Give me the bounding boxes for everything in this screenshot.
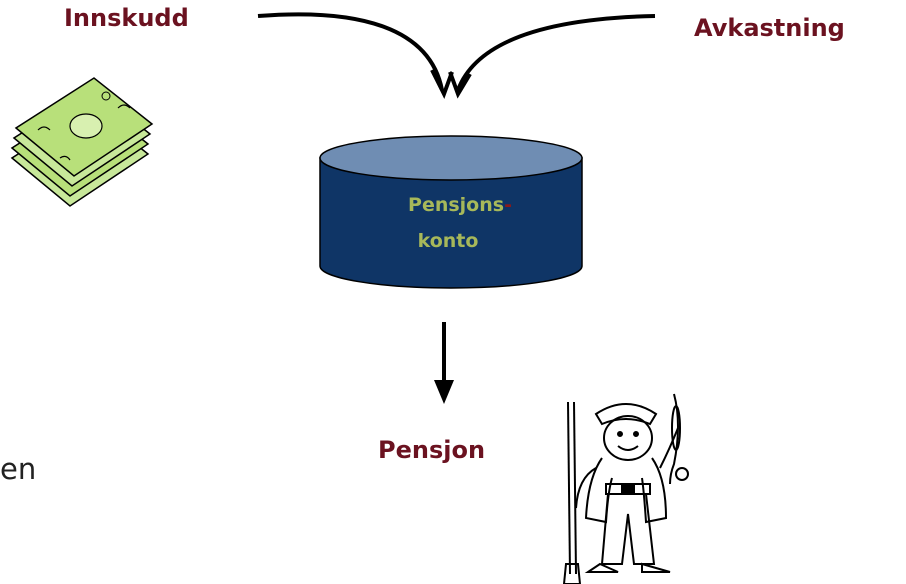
- retiree-fisherman-icon: [562, 393, 689, 584]
- avkastning-arrow: [456, 14, 656, 91]
- innskudd-arrow: [257, 12, 444, 91]
- cut-off-text: en: [0, 452, 37, 486]
- avkastning-arrowhead: [448, 71, 472, 99]
- innskudd-label: Innskudd: [64, 4, 189, 32]
- pension-account-cylinder: [319, 135, 583, 289]
- pension-arrowhead: [434, 380, 454, 404]
- avkastning-label: Avkastning: [694, 14, 845, 42]
- account-label-hyphen: -: [504, 194, 512, 216]
- account-label-line2: konto: [417, 230, 479, 252]
- pensjon-label: Pensjon: [378, 436, 486, 464]
- innskudd-arrowhead: [430, 69, 454, 100]
- account-label-line1: Pensjons-: [380, 188, 540, 222]
- account-label-word: Pensjons: [408, 194, 505, 216]
- money-stack-icon: [10, 77, 154, 207]
